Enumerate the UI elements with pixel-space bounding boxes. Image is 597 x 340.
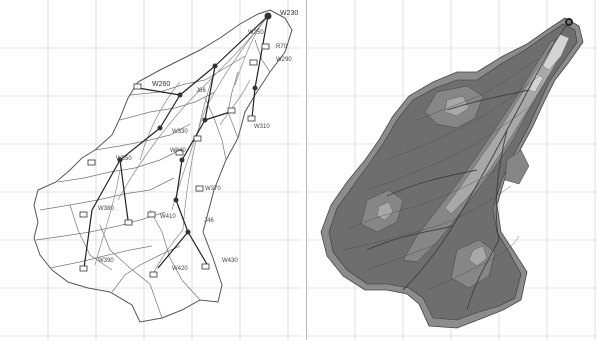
label-w430: W430	[222, 258, 238, 264]
basin-model-panel: W230 W250 W260 J66 R70 W290 W310 W330 W3…	[0, 0, 302, 340]
junction-symbols	[117, 12, 272, 235]
terrain-raster-map	[307, 0, 597, 340]
river-network	[94, 15, 269, 277]
label-w310: W310	[254, 124, 270, 130]
dem-contours	[342, 57, 540, 291]
terrain-raster-panel	[306, 0, 597, 340]
label-j46: J46	[204, 218, 214, 224]
left-grid	[0, 0, 302, 340]
label-w250: W250	[248, 30, 264, 36]
label-outlet: W230	[280, 10, 298, 17]
dem-bright-zones	[528, 33, 570, 93]
label-w290: W290	[276, 57, 292, 63]
label-w420: W420	[172, 266, 188, 272]
label-w380: W380	[98, 206, 114, 212]
basin-labels: W230 W250 W260 J66 R70 W290 W310 W330 W3…	[98, 10, 298, 272]
label-w330: W330	[172, 129, 188, 135]
subbasin-icons	[79, 43, 270, 278]
basin-model-map: W230 W250 W260 J66 R70 W290 W310 W330 W3…	[0, 0, 302, 340]
reach-links	[83, 15, 269, 269]
dem-base	[328, 23, 578, 321]
label-w370: W370	[205, 186, 221, 192]
label-w340: W340	[170, 148, 186, 154]
label-w390: W390	[98, 258, 114, 264]
dem-stream-lines	[366, 21, 570, 311]
label-j66: J66	[196, 88, 206, 94]
label-r70: R70	[276, 44, 288, 50]
outlet-marker	[565, 18, 573, 26]
label-w260: W260	[152, 81, 170, 88]
watershed-boundary	[33, 9, 293, 323]
label-w350: W350	[116, 156, 132, 162]
label-w410: W410	[160, 214, 176, 220]
